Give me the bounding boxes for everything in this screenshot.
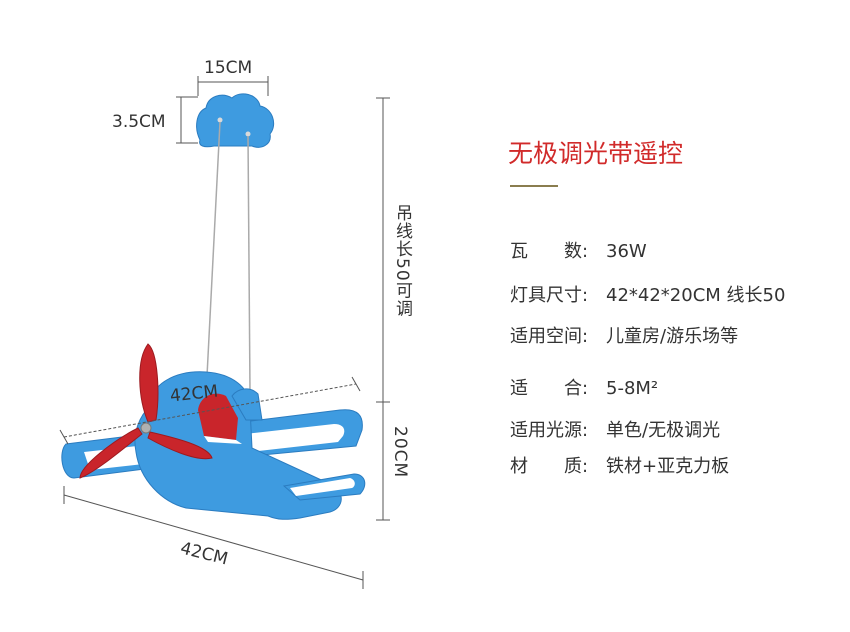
spec-label: 瓦 数:	[510, 241, 589, 262]
canopy-width-dimension	[197, 76, 269, 96]
spec-value: 儿童房/游乐场等	[606, 326, 739, 347]
spec-light-source: 适用光源: 单色/无极调光	[510, 416, 720, 442]
spec-value: 36W	[606, 241, 647, 262]
spec-material: 材 质: 铁材+亚克力板	[510, 452, 729, 478]
headline-divider	[510, 185, 558, 187]
lamp-width-dimension	[59, 376, 361, 445]
airplane-propeller	[79, 343, 213, 479]
airplane-tail	[231, 388, 263, 421]
suspension-cable-right	[247, 135, 251, 393]
spec-label: 适用光源:	[510, 420, 589, 441]
suspension-cable-left	[206, 121, 221, 377]
cloud-canopy	[196, 93, 275, 148]
spec-label: 材 质:	[510, 456, 589, 477]
spec-space: 适用空间: 儿童房/游乐场等	[510, 322, 738, 348]
spec-value: 42*42*20CM 线长50	[606, 285, 786, 306]
airplane-lamp-illustration	[59, 76, 390, 589]
propeller-hub	[140, 422, 152, 434]
spec-value: 5-8M²	[606, 378, 659, 399]
spec-label: 适用空间:	[510, 326, 589, 347]
spec-size: 灯具尺寸: 42*42*20CM 线长50	[510, 281, 785, 307]
spec-wattage: 瓦 数: 36W	[510, 237, 647, 263]
spec-label: 灯具尺寸:	[510, 285, 589, 306]
cable-length-dimension	[376, 97, 390, 521]
canopy-height-dimension	[176, 96, 198, 144]
feature-headline: 无极调光带遥控	[508, 139, 684, 168]
lamp-depth-dimension	[63, 486, 364, 589]
spec-label: 适 合:	[510, 378, 589, 399]
airplane-cockpit	[198, 393, 238, 440]
spec-area: 适 合: 5-8M²	[510, 374, 658, 400]
spec-value: 铁材+亚克力板	[606, 456, 730, 477]
canopy-width-label: 15CM	[204, 58, 253, 78]
airplane-body	[134, 371, 342, 520]
spec-value: 单色/无极调光	[606, 420, 721, 441]
cable-length-label: 吊线长50可调	[392, 204, 412, 318]
lamp-height-label: 20CM	[390, 426, 410, 479]
canopy-height-label: 3.5CM	[112, 112, 166, 132]
